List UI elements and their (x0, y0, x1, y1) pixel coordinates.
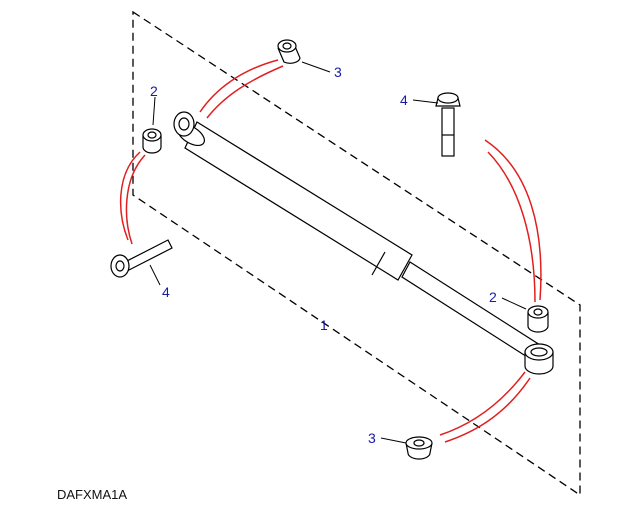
callout-bush-upper: 3 (334, 64, 342, 80)
fitment-lines (119, 59, 542, 443)
callout-spacer-lower: 2 (489, 289, 497, 305)
leader-lines (149, 61, 527, 444)
shock-absorber (173, 111, 554, 375)
spacer-lower (527, 305, 549, 333)
callout-spacer-upper: 2 (150, 83, 158, 99)
bush-upper (277, 39, 301, 64)
bolt-lower (110, 239, 173, 278)
bolt-upper (435, 92, 461, 157)
callout-bush-lower: 3 (368, 430, 376, 446)
assembly-plane-outline (132, 10, 581, 497)
diagram-reference-code: DAFXMA1A (57, 487, 128, 502)
spacer-upper (142, 128, 162, 154)
callout-bolt-upper: 4 (400, 92, 408, 108)
bush-lower (405, 436, 433, 460)
callout-shock-absorber: 1 (320, 317, 328, 333)
callout-bolt-lower: 4 (162, 284, 170, 300)
